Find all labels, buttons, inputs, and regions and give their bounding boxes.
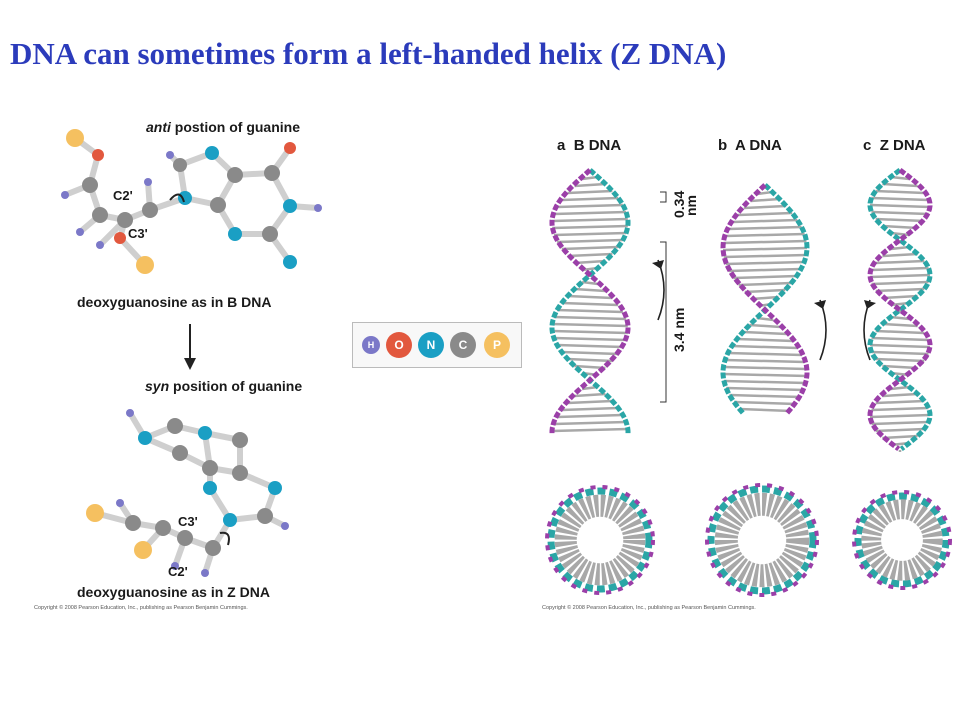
panel-label-b-dna: a B DNA [557,137,622,154]
b-dna-scale-markers: 0.34 nm 3.4 nm [660,191,699,403]
c3-label-syn: C3' [178,514,198,529]
c2-label-anti: C2' [113,188,133,203]
c3-label-anti: C3' [128,226,148,241]
z-dna-caption: deoxyguanosine as in Z DNA [77,584,270,600]
panel-label-a-dna: b A DNA [718,137,782,154]
atom-color-legend: H O N C P [352,322,522,368]
anti-caption: anti postion of guanine [146,119,300,135]
z-dna-top-view [852,490,952,590]
anti-guanine-model: C2' C3' [61,129,322,274]
legend-hydrogen: H [362,336,380,354]
b-dna-caption: deoxyguanosine as in B DNA [77,294,272,310]
rise-unit-label: nm [683,195,699,216]
legend-phosphorus: P [484,332,510,358]
rotation-arrow [652,259,665,321]
left-copyright: Copyright © 2008 Pearson Education, Inc.… [34,605,248,611]
c2-label-syn: C2' [168,564,188,579]
panel-label-z-dna: c Z DNA [863,137,926,154]
z-dna-helix [867,168,933,452]
legend-oxygen: O [386,332,412,358]
legend-carbon: C [450,332,476,358]
page-title: DNA can sometimes form a left-handed hel… [10,36,727,71]
pitch-label: 3.4 nm [671,308,687,352]
a-dna-helix [720,183,810,415]
legend-nitrogen: N [418,332,444,358]
down-arrow [184,324,196,370]
rotation-arrow [814,299,827,361]
rotation-arrow [863,299,876,361]
helix-panels [545,168,952,597]
b-dna-helix [549,168,631,434]
syn-caption: syn position of guanine [145,378,303,394]
syn-guanine-model: C3' C2' [86,409,289,579]
rise-label: 0.34 [671,191,687,218]
right-copyright: Copyright © 2008 Pearson Education, Inc.… [542,605,756,611]
b-dna-top-view [545,485,655,595]
a-dna-top-view [705,483,819,597]
